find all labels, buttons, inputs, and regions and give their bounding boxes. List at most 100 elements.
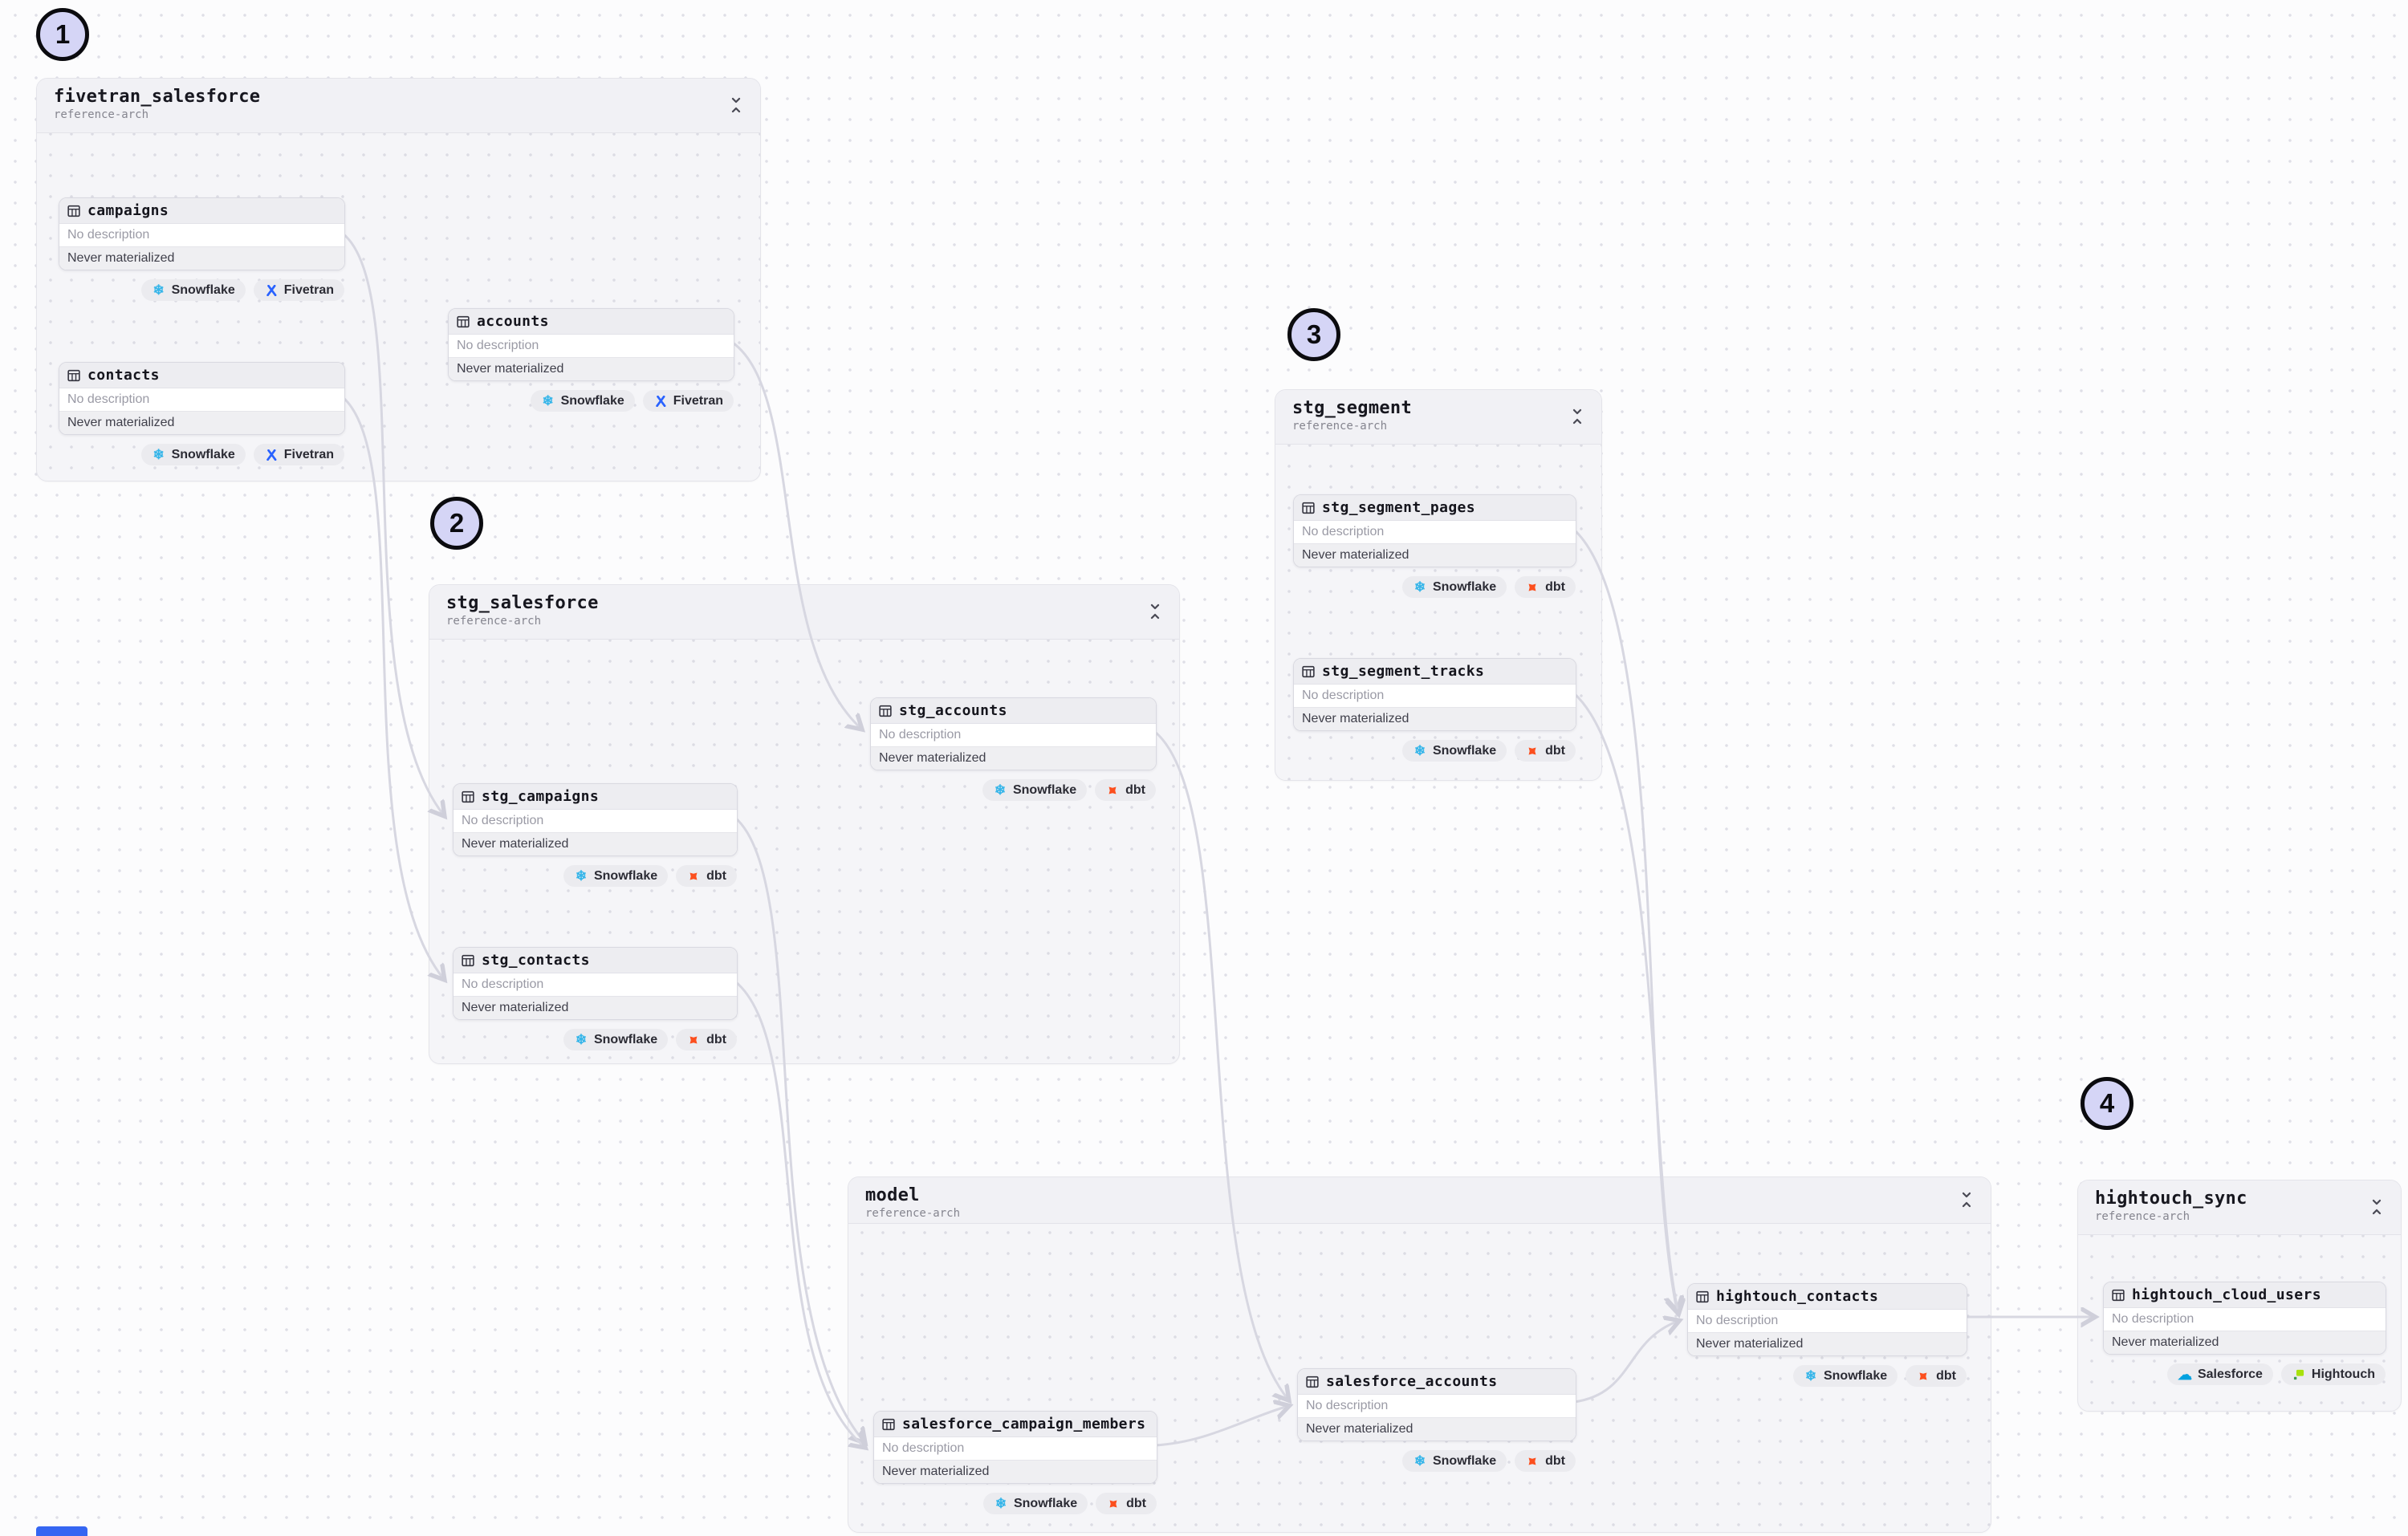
node-campaigns[interactable]: campaigns No description Never materiali… (59, 197, 345, 301)
node-hightouch_cloud_users[interactable]: hightouch_cloud_users No description Nev… (2103, 1282, 2386, 1385)
badge-dbt: dbt (676, 1029, 737, 1050)
badge-label: Snowflake (1432, 1453, 1497, 1468)
snowflake-icon: ❄ (994, 782, 1007, 798)
node-name: stg_accounts (899, 702, 1007, 719)
node-description: No description (449, 335, 734, 357)
dbt-icon (1105, 783, 1120, 798)
badge-row: ❄Snowflake Fivetran (140, 444, 344, 465)
group-title: fivetran_salesforce (54, 87, 261, 107)
collapse-icon[interactable] (2370, 1198, 2383, 1216)
badge-snowflake: ❄Snowflake (982, 779, 1088, 801)
badge-dbt: dbt (1095, 779, 1156, 801)
node-description: No description (59, 388, 344, 411)
group-stg_salesforce[interactable]: stg_salesforce reference-arch stg_accoun… (429, 584, 1180, 1064)
group-title: stg_salesforce (446, 593, 599, 613)
dbt-icon (686, 1033, 701, 1047)
table-icon (1696, 1290, 1709, 1302)
badge-dbt: dbt (676, 865, 737, 887)
snowflake-icon: ❄ (1413, 742, 1426, 758)
node-salesforce_accounts[interactable]: salesforce_accounts No description Never… (1297, 1368, 1576, 1472)
collapse-icon[interactable] (730, 96, 742, 114)
node-accounts[interactable]: accounts No description Never materializ… (448, 308, 734, 412)
badge-label: Salesforce (2197, 1367, 2263, 1381)
node-name: stg_segment_tracks (1322, 663, 1485, 680)
node-description: No description (874, 1437, 1157, 1460)
badge-row: ❄Snowflake dbt (1401, 576, 1576, 598)
badge-dbt: dbt (1515, 576, 1576, 598)
collapse-icon[interactable] (1149, 603, 1161, 620)
badge-dbt: dbt (1515, 740, 1576, 762)
snowflake-icon: ❄ (575, 1031, 588, 1047)
node-name: stg_contacts (482, 952, 590, 969)
badge-label: dbt (1545, 743, 1565, 758)
badge-row: ❄Snowflake dbt (1792, 1365, 1967, 1387)
node-materialization: Never materialized (454, 996, 737, 1019)
node-description: No description (1688, 1310, 1967, 1332)
annotation-marker-4: 4 (2081, 1077, 2133, 1130)
node-materialization: Never materialized (449, 357, 734, 380)
badge-row: ❄Snowflake dbt (1401, 1450, 1576, 1472)
badge-snowflake: ❄Snowflake (140, 444, 246, 465)
salesforce-icon: ☁ (2177, 1366, 2192, 1383)
node-name: salesforce_campaign_members (902, 1416, 1146, 1432)
badge-label: Snowflake (560, 393, 624, 408)
node-materialization: Never materialized (871, 746, 1156, 770)
node-stg_segment_pages[interactable]: stg_segment_pages No description Never m… (1293, 494, 1576, 598)
group-subtitle: reference-arch (1292, 420, 1388, 433)
node-materialization: Never materialized (1688, 1332, 1967, 1355)
node-description: No description (59, 224, 344, 246)
table-icon (1302, 502, 1315, 514)
table-icon (882, 1418, 895, 1430)
group-hightouch_sync[interactable]: hightouch_sync reference-arch hightouch_… (2077, 1180, 2402, 1412)
annotation-marker-1: 1 (36, 8, 89, 61)
node-materialization: Never materialized (59, 246, 344, 270)
badge-snowflake: ❄Snowflake (982, 1493, 1088, 1514)
group-header: hightouch_sync reference-arch (2078, 1180, 2401, 1235)
table-icon (1306, 1375, 1319, 1388)
badge-snowflake: ❄Snowflake (1401, 576, 1507, 598)
node-salesforce_campaign_members[interactable]: salesforce_campaign_members No descripti… (873, 1411, 1157, 1514)
snowflake-icon: ❄ (153, 282, 165, 298)
snowflake-icon: ❄ (542, 392, 554, 408)
node-name: contacts (87, 367, 160, 384)
badge-row: ❄Snowflake dbt (982, 779, 1156, 801)
badge-label: dbt (1126, 1496, 1146, 1510)
badge-row: ❄ Snowflake Fivetran (530, 390, 734, 412)
node-description: No description (454, 973, 737, 996)
badge-salesforce: ☁ Salesforce (2166, 1363, 2273, 1385)
badge-fivetran: Fivetran (253, 444, 344, 465)
node-stg_campaigns[interactable]: stg_campaigns No description Never mater… (453, 783, 738, 887)
dbt-icon (1106, 1497, 1121, 1511)
node-hightouch_contacts[interactable]: hightouch_contacts No description Never … (1687, 1283, 1967, 1387)
node-description: No description (871, 724, 1156, 746)
node-stg_accounts[interactable]: stg_accounts No description Never materi… (870, 697, 1157, 801)
badge-label: Snowflake (1432, 743, 1497, 758)
badge-dbt: dbt (1515, 1450, 1576, 1472)
group-model[interactable]: model reference-arch hightouch_contacts … (848, 1176, 1991, 1533)
annotation-number: 1 (55, 19, 71, 49)
node-description: No description (1294, 521, 1576, 543)
collapse-icon[interactable] (1960, 1191, 1973, 1209)
node-materialization: Never materialized (1298, 1417, 1576, 1441)
badge-label: Snowflake (593, 868, 658, 883)
node-description: No description (2104, 1308, 2386, 1331)
table-icon (462, 790, 474, 803)
collapse-icon[interactable] (1571, 408, 1584, 425)
node-description: No description (1294, 685, 1576, 707)
group-stg_segment[interactable]: stg_segment reference-arch stg_segment_p… (1275, 389, 1602, 781)
badge-label: dbt (1545, 579, 1565, 594)
node-stg_segment_tracks[interactable]: stg_segment_tracks No description Never … (1293, 658, 1576, 762)
badge-row: ❄Snowflake dbt (563, 865, 737, 887)
dbt-icon (1525, 580, 1540, 595)
badge-dbt: dbt (1906, 1365, 1967, 1387)
annotation-number: 3 (1306, 319, 1322, 349)
fivetran-icon (653, 394, 668, 408)
snowflake-icon: ❄ (1804, 1367, 1817, 1384)
badge-fivetran: Fivetran (642, 390, 734, 412)
group-fivetran_salesforce[interactable]: fivetran_salesforce reference-arch campa… (36, 78, 761, 482)
node-materialization: Never materialized (59, 411, 344, 434)
node-contacts[interactable]: contacts No description Never materializ… (59, 362, 345, 465)
cut-off-blue-indicator (36, 1526, 87, 1536)
node-stg_contacts[interactable]: stg_contacts No description Never materi… (453, 947, 738, 1050)
